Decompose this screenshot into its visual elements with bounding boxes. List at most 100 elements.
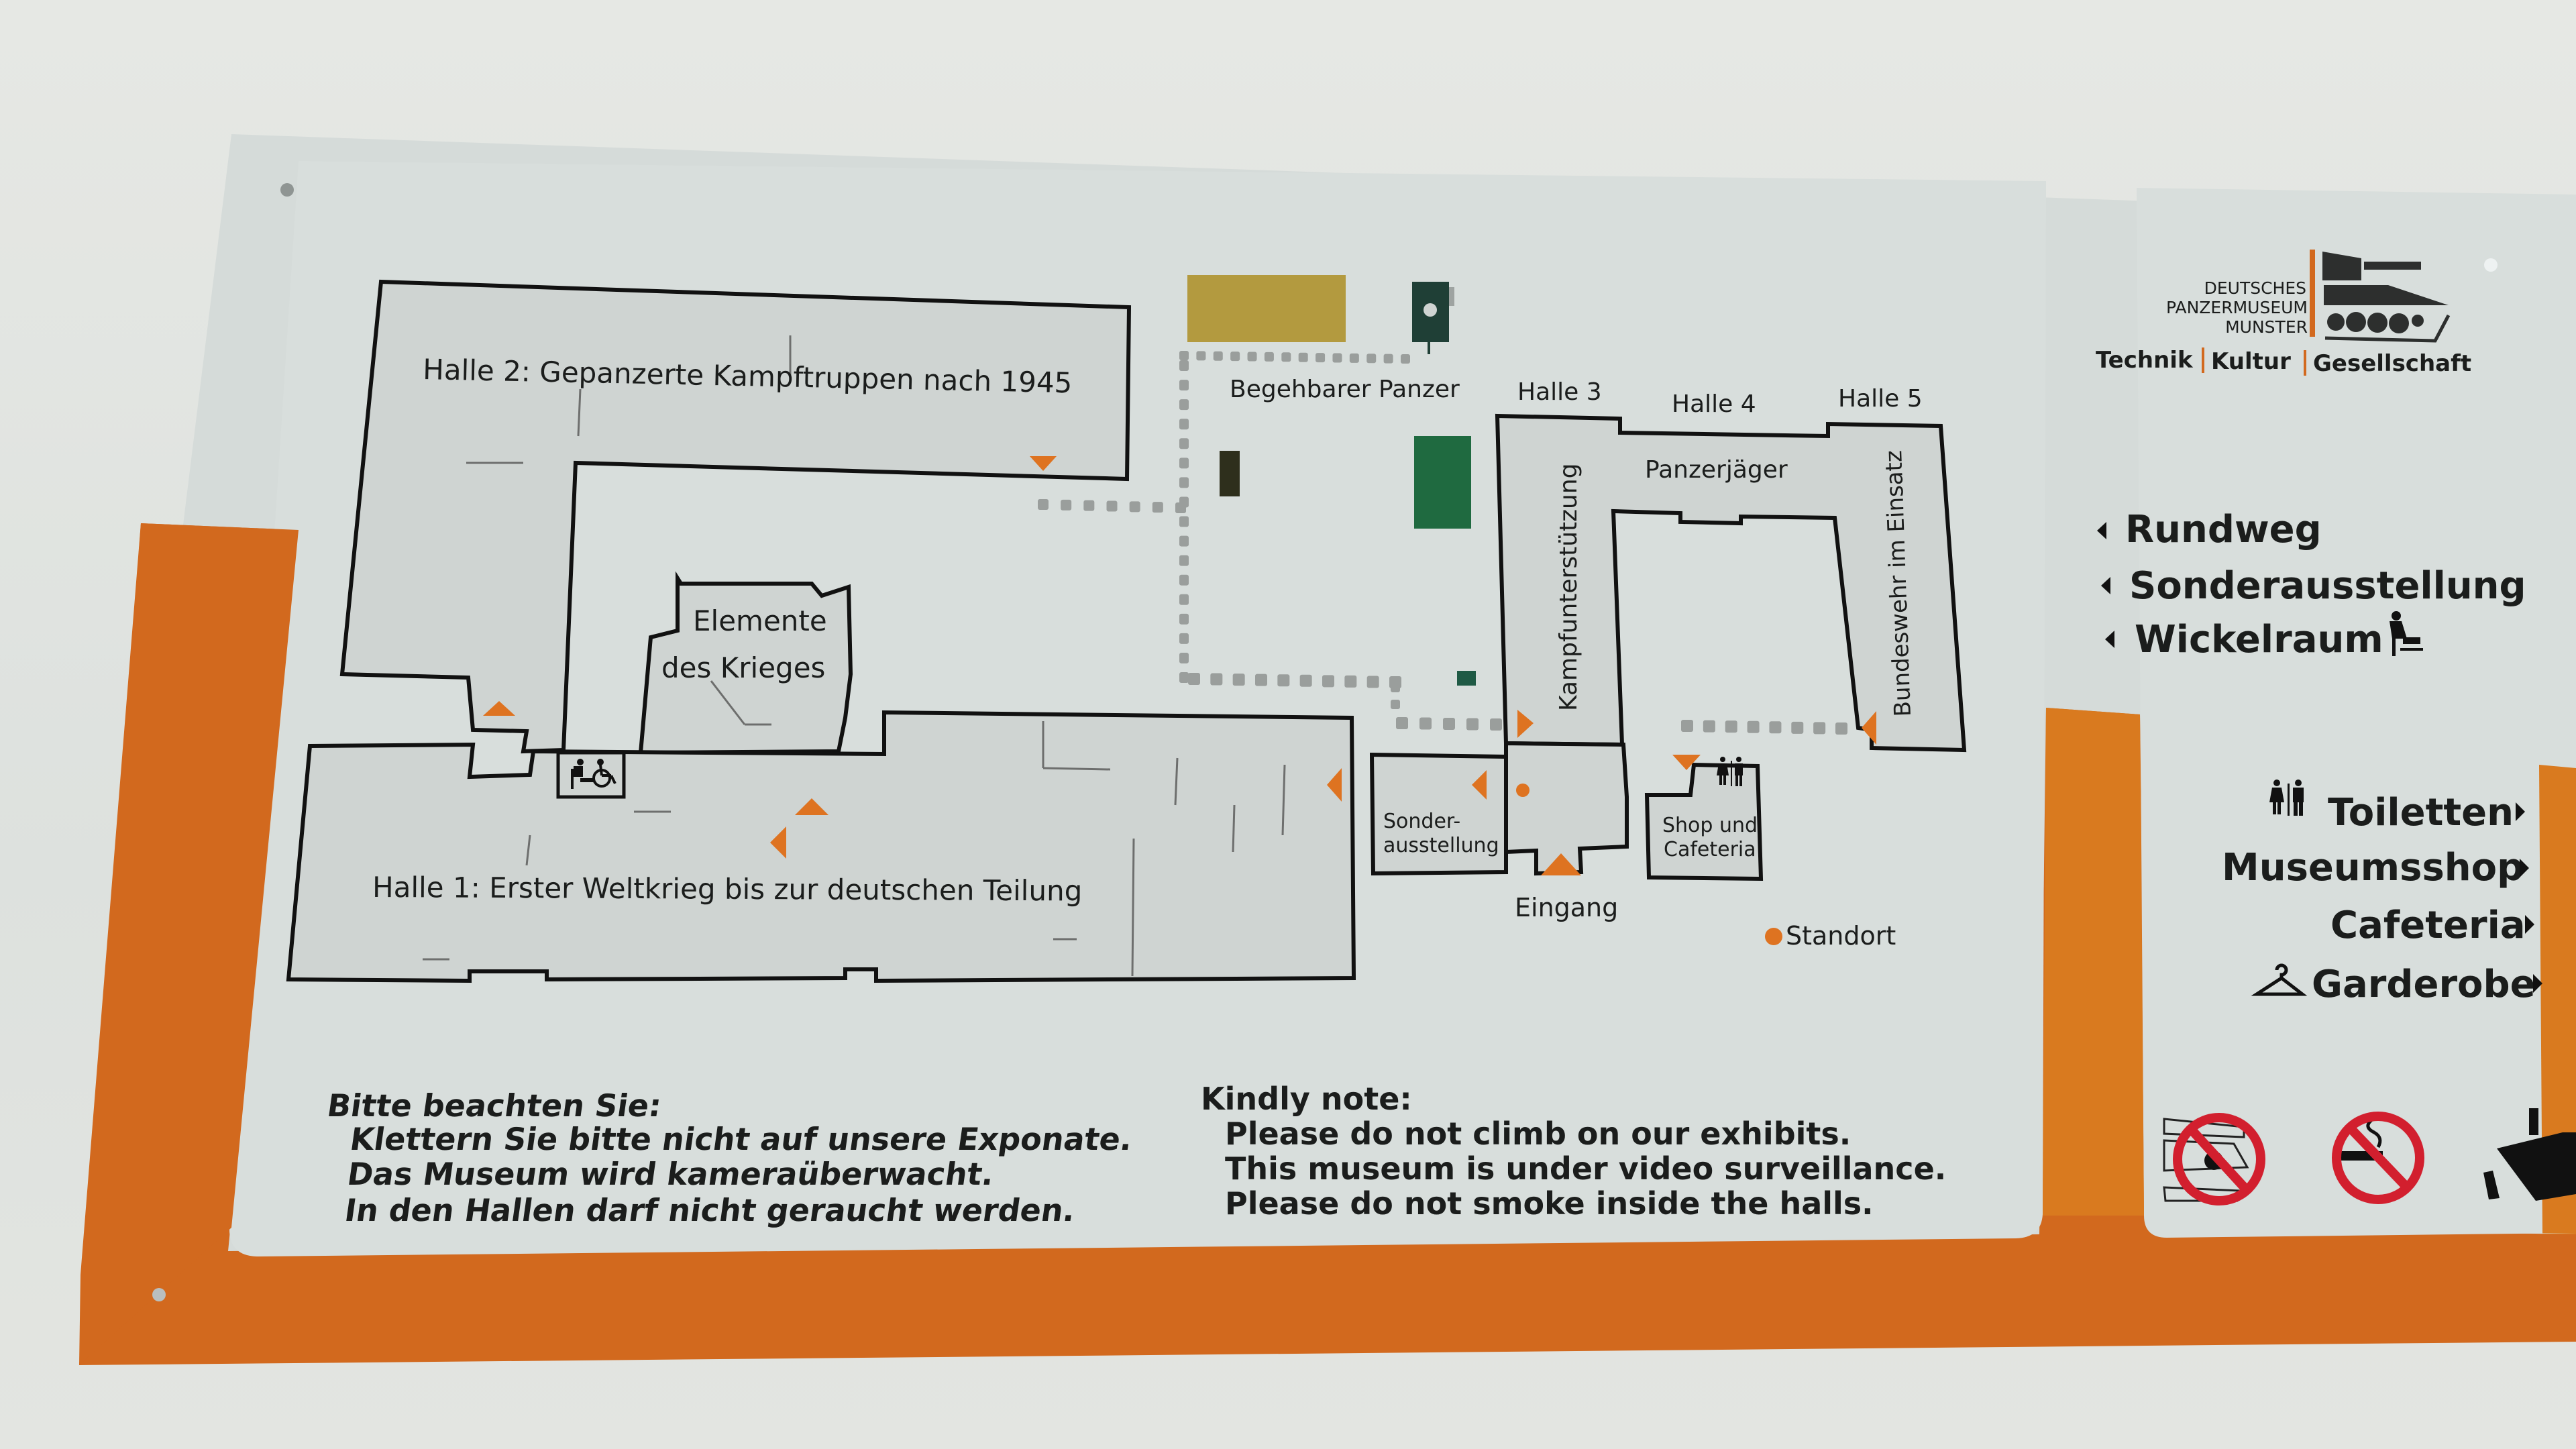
screw [2484, 258, 2498, 272]
route-dot [1179, 438, 1189, 449]
elemente-room-outline [638, 571, 853, 755]
route-dot [1419, 717, 1432, 730]
sonderausstellung-label-2: ausstellung [1383, 834, 1499, 857]
route-dot [1179, 574, 1189, 586]
route-dot [1466, 718, 1479, 731]
location-dot-icon [1516, 784, 1529, 797]
route-dot [1179, 419, 1189, 430]
route-dot [1703, 720, 1715, 733]
begehbarer-panzer-icon [1412, 282, 1454, 354]
notes-de-heading: Bitte beachten Sie: [325, 1087, 663, 1124]
begehbarer-panzer-label: Begehbarer Panzer [1230, 376, 1460, 403]
route-dot [1196, 351, 1206, 361]
route-dot [1179, 380, 1189, 391]
elemente-label-1: Elemente [693, 604, 827, 637]
route-dot [1179, 477, 1189, 488]
notes-en-line: Please do not smoke inside the halls. [1225, 1185, 1874, 1222]
route-dot [1383, 354, 1393, 364]
route-dot [1179, 613, 1189, 625]
route-dot [1179, 672, 1189, 683]
route-dot [1769, 721, 1782, 734]
route-dot [1391, 700, 1400, 709]
route-dot [1106, 500, 1118, 512]
route-dot [1747, 720, 1760, 733]
baby-change-icon [571, 759, 594, 789]
direction-museumsshop: Museumsshop [2222, 846, 2524, 890]
direction-arrow-icon [483, 701, 515, 716]
tagline-divider [2304, 350, 2306, 376]
arrow-right-icon [2516, 802, 2525, 821]
route-dot [1344, 675, 1357, 688]
route-dot [1255, 674, 1267, 686]
route-dot [1681, 720, 1693, 732]
right-inner-panel [2137, 188, 2576, 1238]
route-dot [1179, 555, 1189, 566]
notes-german: Bitte beachten Sie: Klettern Sie bitte n… [325, 1087, 1134, 1228]
notes-en-line: This museum is under video surveillance. [1225, 1150, 1946, 1187]
panzerjaeger-label: Panzerjäger [1645, 456, 1788, 484]
dark-tank-exhibit [1220, 451, 1240, 496]
logo-line-1: DEUTSCHES [2204, 278, 2306, 298]
no-smoking-icon [2332, 1112, 2424, 1204]
route-dot [1490, 718, 1502, 731]
tagline-gesellschaft: Gesellschaft [2313, 350, 2471, 377]
kampfunterstuetzung-label: Kampfunterstützung [1555, 463, 1582, 711]
shop-cafeteria-outline [1644, 762, 1764, 881]
entrance-label: Eingang [1515, 893, 1618, 922]
direction-arrow-icon [1030, 456, 1057, 471]
route-dot [1179, 594, 1189, 605]
route-dot [1322, 675, 1334, 688]
route-dot [1129, 501, 1140, 513]
directions-left: Rundweg Sonderausstellung Wickelraum [2097, 508, 2526, 661]
route-dot [1366, 676, 1379, 688]
route-dot [1179, 633, 1189, 644]
shop-cafeteria-label-1: Shop und [1662, 814, 1758, 837]
baby-change-icon [2390, 611, 2423, 656]
route-dot [1391, 683, 1400, 692]
map-labels: Halle 2: Gepanzerte Kampftruppen nach 19… [372, 353, 1923, 951]
direction-arrow-icon [1862, 711, 1876, 745]
route-dot [1175, 502, 1186, 513]
arrow-right-icon [2533, 974, 2542, 993]
route-dot [1281, 352, 1291, 362]
route-dot [1179, 516, 1189, 527]
route-dot [1247, 352, 1257, 362]
orange-mid-strip [2043, 708, 2144, 1216]
small-green-exhibit [1457, 671, 1476, 686]
route-dot [1725, 720, 1737, 733]
direction-rundweg: Rundweg [2125, 508, 2322, 551]
direction-arrow-icon [1517, 710, 1534, 738]
direction-arrow-icon [1327, 768, 1342, 802]
hall-5-label: Halle 5 [1838, 385, 1923, 413]
entrance-arrow-icon [1541, 853, 1581, 875]
notes-en-heading: Kindly note: [1201, 1081, 1412, 1117]
route-dot [1813, 722, 1826, 735]
accessible-wc-outline [556, 751, 626, 799]
arrow-left-icon [2101, 577, 2110, 594]
tagline-divider [2202, 347, 2204, 373]
screw [152, 1288, 166, 1301]
route-dot [1232, 674, 1245, 686]
route-dot [1401, 354, 1410, 364]
directions-right: Toiletten Museumsshop Cafeteria Garderob… [2222, 780, 2542, 1006]
direction-toiletten: Toiletten [2328, 791, 2514, 835]
route-dot [1332, 353, 1342, 363]
arrow-left-icon [2097, 522, 2106, 539]
hall-4-label: Halle 4 [1672, 390, 1756, 418]
notes-en-line: Please do not climb on our exhibits. [1225, 1116, 1851, 1152]
green-tank-exhibit [1414, 436, 1471, 529]
route-dot [1179, 652, 1189, 663]
you-are-here-dot [1765, 928, 1782, 945]
hall-2-outline [339, 279, 1132, 754]
route-dot [1443, 718, 1455, 730]
hall-3-label: Halle 3 [1517, 378, 1602, 406]
route-dot [1038, 499, 1049, 510]
route-dot [1179, 458, 1189, 469]
route-dot [1179, 535, 1189, 547]
museum-logo: DEUTSCHES PANZERMUSEUM MUNSTER Technik K… [2096, 250, 2471, 377]
entrance-foyer-outline [1504, 741, 1629, 876]
route-dot [1791, 721, 1804, 734]
route-dot [1188, 673, 1200, 685]
logo-orange-bar [2310, 250, 2315, 337]
